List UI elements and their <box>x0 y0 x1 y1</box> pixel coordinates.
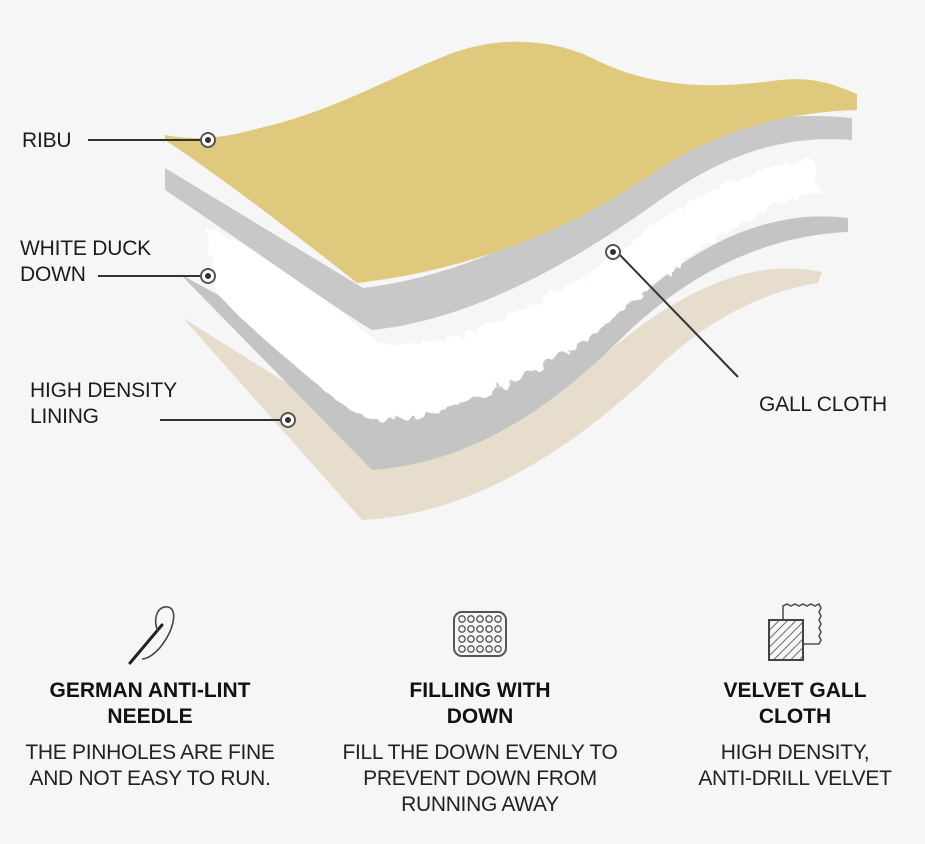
feature-title-line1: GERMAN ANTI-LINT <box>49 679 251 702</box>
quilt-stitch-dot <box>494 625 502 633</box>
white-duck-down-label-line2: DOWN <box>20 263 86 286</box>
gall-cloth-label: GALL CLOTH <box>759 392 887 418</box>
fabric-swatch-icon <box>645 600 925 668</box>
feature-velvet-gall-cloth: VELVET GALL CLOTH HIGH DENSITY, ANTI-DRI… <box>645 600 925 792</box>
feature-desc-line1: FILL THE DOWN EVENLY TO <box>342 741 618 764</box>
feature-desc-line2: PREVENT DOWN FROM <box>363 767 597 790</box>
high-density-lining-label-line2: LINING <box>30 405 99 428</box>
quilt-stitch-dot <box>458 645 466 653</box>
quilt-stitch-dot <box>485 625 493 633</box>
quilt-stitch-dot <box>476 615 484 623</box>
feature-title-line1: VELVET GALL <box>723 679 867 702</box>
quilt-stitch-dot <box>467 645 475 653</box>
quilt-stitch-dot <box>494 615 502 623</box>
quilt-stitch-dot <box>494 635 502 643</box>
feature-filling-with-down: FILLING WITH DOWN FILL THE DOWN EVENLY T… <box>330 600 630 818</box>
quilt-stitch-dot <box>458 635 466 643</box>
leader-ribbon <box>88 132 216 148</box>
feature-desc-line2: ANTI-DRILL VELVET <box>698 767 892 790</box>
white-duck-down-layer <box>205 160 820 421</box>
quilt-stitch-dot <box>476 635 484 643</box>
feature-desc-line1: HIGH DENSITY, <box>720 741 870 764</box>
quilt-stitch-dot <box>485 615 493 623</box>
gall-cloth-layer <box>165 115 852 330</box>
feature-title-line1: FILLING WITH <box>409 679 551 702</box>
high-density-lining-label-line1: HIGH DENSITY <box>30 379 177 402</box>
ribbon-label: RIBU <box>22 128 72 154</box>
leader-lining <box>160 412 296 428</box>
high-density-lining-label: HIGH DENSITY LINING <box>30 378 177 430</box>
feature-desc-line2: AND NOT EASY TO RUN. <box>29 767 271 790</box>
feature-title-line2: DOWN <box>446 705 514 728</box>
quilted-grid-icon <box>330 600 630 668</box>
ribbon-label-text: RIBU <box>22 129 72 152</box>
feature-title-line2: NEEDLE <box>107 705 193 728</box>
quilt-stitch-dot <box>458 615 466 623</box>
quilt-stitch-dot <box>467 615 475 623</box>
quilt-stitch-dot <box>485 635 493 643</box>
feature-anti-lint-needle: GERMAN ANTI-LINT NEEDLE THE PINHOLES ARE… <box>0 600 300 792</box>
quilt-stitch-dot <box>485 645 493 653</box>
ribbon-layer <box>165 41 857 283</box>
leader-down <box>98 268 216 284</box>
quilt-stitch-dot <box>494 645 502 653</box>
quilt-stitch-dot <box>467 635 475 643</box>
quilt-stitch-dot <box>476 625 484 633</box>
quilt-stitch-dot <box>458 625 466 633</box>
feature-desc-line3: RUNNING AWAY <box>401 793 559 816</box>
needle-icon <box>0 600 300 668</box>
white-duck-down-label-line1: WHITE DUCK <box>20 237 151 260</box>
white-duck-down-label: WHITE DUCK DOWN <box>20 236 151 288</box>
gall-cloth-label-text: GALL CLOTH <box>759 393 887 416</box>
quilt-stitch-dot <box>476 645 484 653</box>
feature-title-line2: CLOTH <box>758 705 832 728</box>
feature-desc-line1: THE PINHOLES ARE FINE <box>25 741 275 764</box>
leader-gall-cloth <box>605 244 739 378</box>
quilt-stitch-dot <box>467 625 475 633</box>
base-layer <box>183 268 822 520</box>
